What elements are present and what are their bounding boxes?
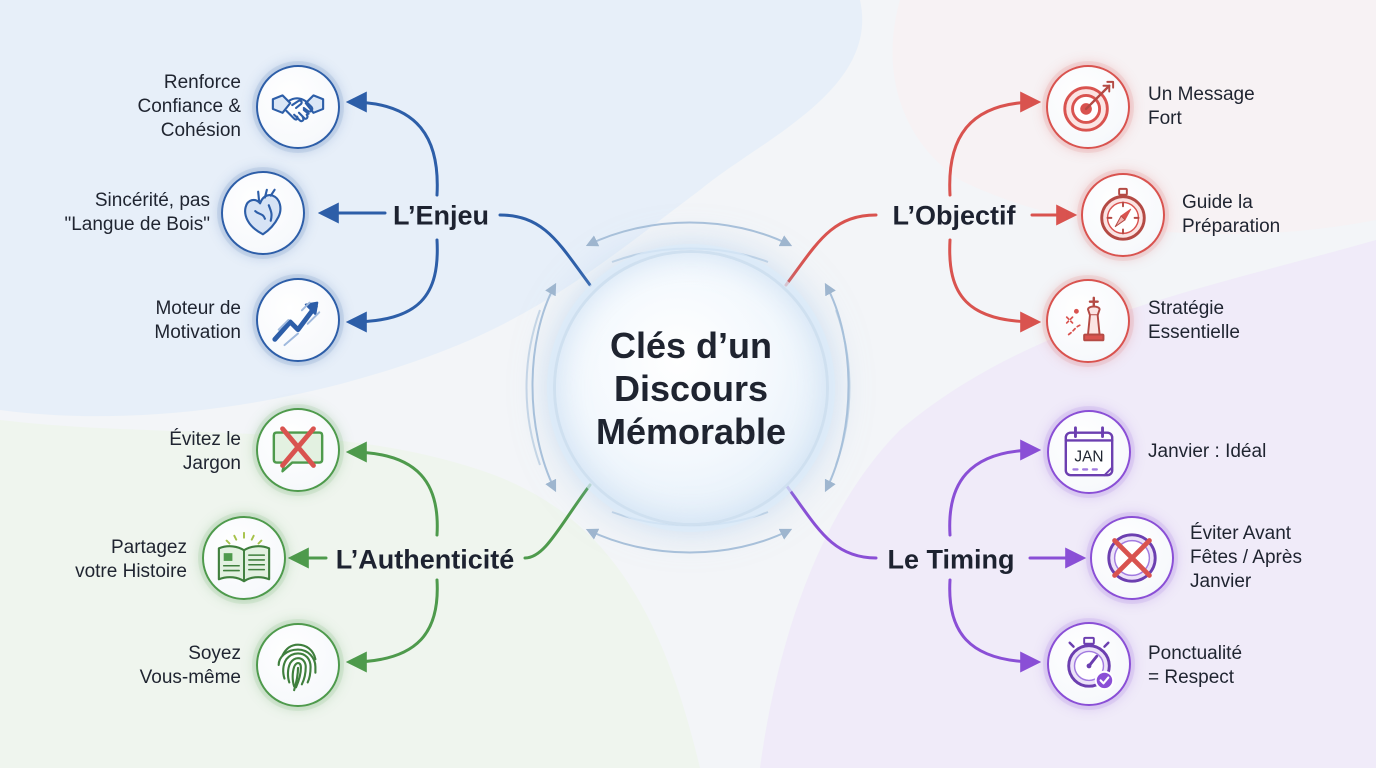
authenticite-connectors — [287, 441, 592, 673]
center-title: Clés d’un Discours Mémorable — [595, 324, 787, 452]
branch-title-enjeu: L’Enjeu — [392, 200, 490, 231]
authenticite-item-3-label: Soyez Vous-même — [139, 643, 241, 688]
timing-item-1-label: Janvier : Idéal — [1148, 441, 1267, 462]
branch-title-timing: Le Timing — [887, 544, 1015, 575]
authenticite-item-1-label: Évitez le Jargon — [169, 429, 241, 474]
open-book-icon — [202, 516, 286, 600]
calendar-month-text: JAN — [1074, 449, 1103, 466]
compass-icon — [1081, 173, 1165, 257]
handshake-icon — [256, 65, 340, 149]
authenticite-item-2-label: Partagez votre Histoire — [75, 537, 187, 582]
objectif-connectors — [784, 91, 1078, 333]
heart-icon — [221, 171, 305, 255]
chess-king-icon — [1046, 279, 1130, 363]
center-node: Clés d’un Discours Mémorable — [553, 250, 829, 526]
crossed-clock-icon — [1090, 516, 1174, 600]
branch-title-authenticite: L’Authenticité — [335, 544, 515, 575]
objectif-item-2-label: Guide la Préparation — [1182, 192, 1281, 237]
enjeu-item-2-label: Sincérité, pas "Langue de Bois" — [64, 190, 210, 235]
branch-title-objectif: L’Objectif — [892, 200, 1016, 231]
objectif-item-3-label: Stratégie Essentielle — [1148, 298, 1240, 343]
fingerprint-icon — [256, 623, 340, 707]
timing-item-3-label: Ponctualité = Respect — [1148, 643, 1243, 688]
enjeu-connectors — [317, 91, 592, 333]
center-decoration — [525, 221, 851, 554]
timing-item-2-label: Éviter Avant Fêtes / Après Janvier — [1190, 523, 1302, 592]
crossed-speech-bubble-icon — [256, 408, 340, 492]
enjeu-item-3-label: Moteur de Motivation — [154, 298, 241, 343]
objectif-item-1-label: Un Message Fort — [1148, 84, 1255, 129]
enjeu-item-1-label: Renforce Confiance & Cohésion — [137, 72, 241, 141]
timing-connectors — [784, 439, 1087, 673]
calendar-icon: JAN — [1047, 410, 1131, 494]
rising-arrow-icon — [256, 278, 340, 362]
stopwatch-icon — [1047, 622, 1131, 706]
target-icon — [1046, 65, 1130, 149]
